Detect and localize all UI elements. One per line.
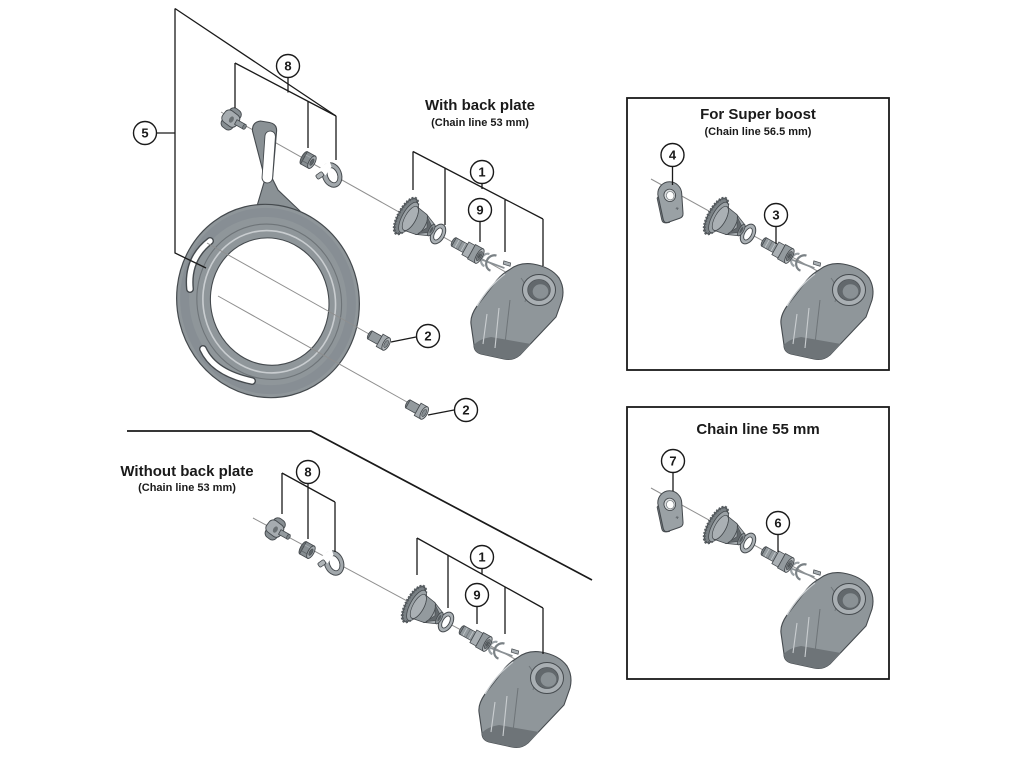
part-c-washer — [316, 547, 348, 579]
leader-bracket-1 — [412, 150, 544, 266]
svg-text:8: 8 — [284, 59, 291, 74]
part-fixing-bolt-lower — [402, 396, 431, 422]
part-t-bolt — [215, 102, 253, 139]
svg-text:3: 3 — [772, 208, 779, 223]
callout-2-upper: 2 — [415, 323, 441, 349]
callout-6: 6 — [765, 510, 791, 536]
section-subtitle: (Chain line 53 mm) — [431, 117, 529, 129]
leader-2-lower — [427, 409, 455, 416]
callout-9: 9 — [464, 582, 490, 608]
callout-9: 9 — [467, 197, 493, 223]
svg-text:5: 5 — [141, 126, 148, 141]
section-for-super-boost: For Super boost (Chain line 56.5 mm) 4 3 — [626, 97, 890, 371]
callout-3: 3 — [763, 202, 789, 228]
section-without-back-plate: Without back plate (Chain line 53 mm) 8 … — [120, 430, 593, 748]
svg-text:1: 1 — [478, 550, 485, 565]
svg-text:6: 6 — [774, 516, 781, 531]
callout-4: 4 — [660, 142, 685, 168]
assembly-boxed-variant — [651, 488, 873, 669]
leader-bracket-8 — [281, 472, 336, 552]
assembly-boxed-variant — [651, 179, 873, 360]
section-chain-line-55: Chain line 55 mm 7 6 — [626, 406, 890, 680]
svg-text:2: 2 — [424, 329, 431, 344]
axis-line-fixing-bolt-upper — [206, 242, 370, 335]
section-title: Without back plate — [120, 463, 253, 480]
callout-8: 8 — [275, 53, 301, 79]
section-title: Chain line 55 mm — [696, 421, 819, 438]
section-frame — [626, 406, 890, 680]
leader-bracket-5 — [156, 7, 337, 269]
section-title: With back plate — [425, 97, 535, 114]
leader-bracket-8 — [234, 62, 337, 160]
svg-text:4: 4 — [669, 148, 677, 163]
svg-text:2: 2 — [462, 403, 469, 418]
callout-5: 5 — [132, 120, 158, 146]
part-t-bolt — [259, 512, 297, 549]
assembly-guide-unit — [398, 583, 571, 748]
callout-7: 7 — [660, 448, 686, 474]
section-subtitle: (Chain line 53 mm) — [138, 482, 236, 494]
section-subtitle: (Chain line 56.5 mm) — [705, 126, 812, 138]
callout-2-lower: 2 — [453, 397, 479, 423]
part-nut — [297, 149, 319, 171]
svg-text:8: 8 — [304, 465, 311, 480]
leader-2-upper — [390, 336, 417, 343]
part-fixing-bolt-upper — [364, 327, 393, 353]
callout-1: 1 — [469, 544, 495, 570]
axis-line-fixing-bolt-lower — [217, 295, 408, 403]
section-frame — [626, 97, 890, 371]
section-divider — [127, 430, 593, 581]
svg-text:1: 1 — [478, 165, 485, 180]
callout-8: 8 — [295, 459, 321, 485]
svg-text:9: 9 — [476, 203, 483, 218]
part-c-washer — [314, 159, 346, 191]
section-title: For Super boost — [700, 106, 816, 123]
svg-text:7: 7 — [669, 454, 676, 469]
callout-1: 1 — [469, 159, 495, 185]
svg-text:9: 9 — [473, 588, 480, 603]
leader-bracket-1 — [416, 537, 544, 654]
part-back-plate — [176, 120, 360, 399]
section-with-back-plate: With back plate (Chain line 53 mm) — [132, 7, 564, 423]
